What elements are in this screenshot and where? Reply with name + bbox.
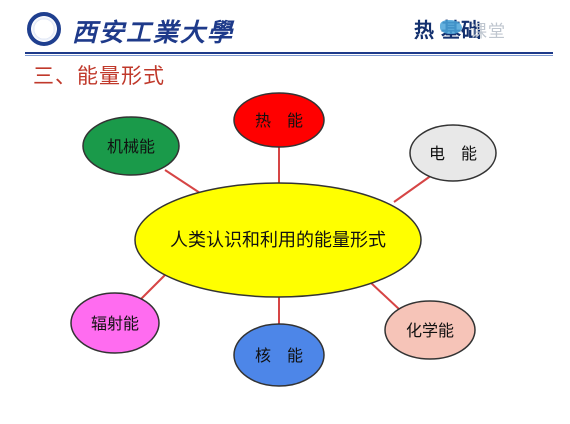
node-nuclear-ellipse [233,323,325,387]
node-electric-label: 电 能 [429,144,477,163]
university-logo-icon [27,12,61,46]
header-divider [25,52,553,54]
center-label: 人类认识和利用的能量形式 [170,230,386,251]
university-name: 西安工業大學 [72,18,235,47]
node-thermal-ellipse [233,92,325,148]
node-mechanical-label: 机械能 [107,137,155,156]
center-ellipse [134,182,422,298]
node-chemical: 化学能 [384,300,476,360]
connector-electric [393,174,433,203]
node-mechanical-ellipse [82,116,180,176]
node-chemical-label: 化学能 [406,321,454,340]
node-mechanical: 机械能 [82,116,180,176]
node-nuclear: 核 能 [233,323,325,387]
header-divider-thin [25,55,553,56]
node-chemical-ellipse [384,300,476,360]
node-electric-ellipse [409,124,497,182]
node-electric: 电 能 [409,124,497,182]
node-radiation: 辐射能 [70,292,160,354]
center-node: 人类认识和利用的能量形式 [134,182,422,298]
connector-mechanical [164,169,201,194]
slide-header: 西安工業大學 热 基础 课堂 [0,0,570,58]
course-logo-icon [440,20,462,34]
course-overlay-text: 课堂 [470,22,506,42]
node-thermal-label: 热 能 [255,111,303,130]
node-nuclear-label: 核 能 [255,346,303,365]
node-radiation-ellipse [70,292,160,354]
section-title: 三、能量形式 [33,64,165,88]
node-thermal: 热 能 [233,92,325,148]
connector-chemical [369,281,401,311]
node-radiation-label: 辐射能 [91,314,139,333]
